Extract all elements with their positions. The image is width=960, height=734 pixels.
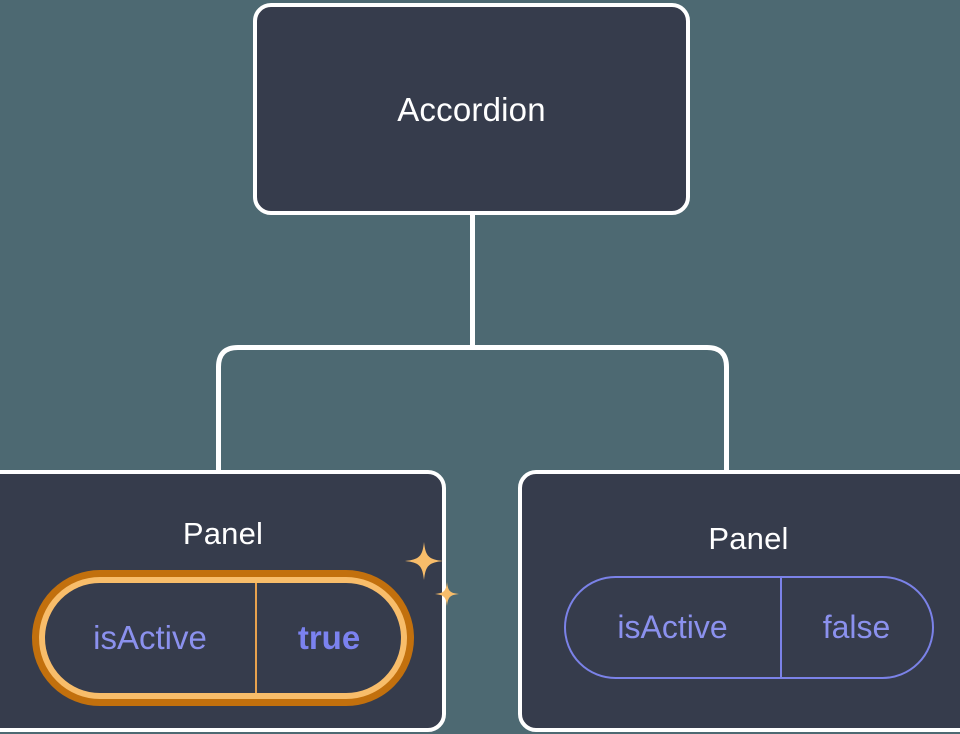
node-panel-active[interactable]: Panel isActive true xyxy=(0,470,459,732)
prop-pill-inactive[interactable]: isActive false xyxy=(563,576,934,679)
sparkles-icon xyxy=(405,542,459,606)
prop-pill-active-inner: isActive true xyxy=(45,583,401,693)
prop-value-false: false xyxy=(822,609,891,645)
node-panel-active-title: Panel xyxy=(182,516,264,551)
prop-pill-active-wrap: isActive true xyxy=(32,542,459,706)
prop-key-isactive-true: isActive xyxy=(45,583,257,693)
connector-branch-bar xyxy=(216,345,729,470)
sparkle-small-icon xyxy=(435,582,459,606)
node-accordion[interactable]: Accordion xyxy=(253,3,690,215)
node-accordion-title: Accordion xyxy=(397,90,546,128)
sparkle-large-icon xyxy=(405,542,443,580)
node-panel-inactive-title: Panel xyxy=(708,521,789,556)
prop-pill-active[interactable]: isActive true xyxy=(32,570,414,706)
prop-key-isactive-false: isActive xyxy=(566,578,782,677)
node-panel-inactive[interactable]: Panel isActive false xyxy=(518,470,960,732)
prop-pill-inactive-wrap: isActive false xyxy=(563,576,934,679)
prop-value-true: true xyxy=(297,619,361,656)
